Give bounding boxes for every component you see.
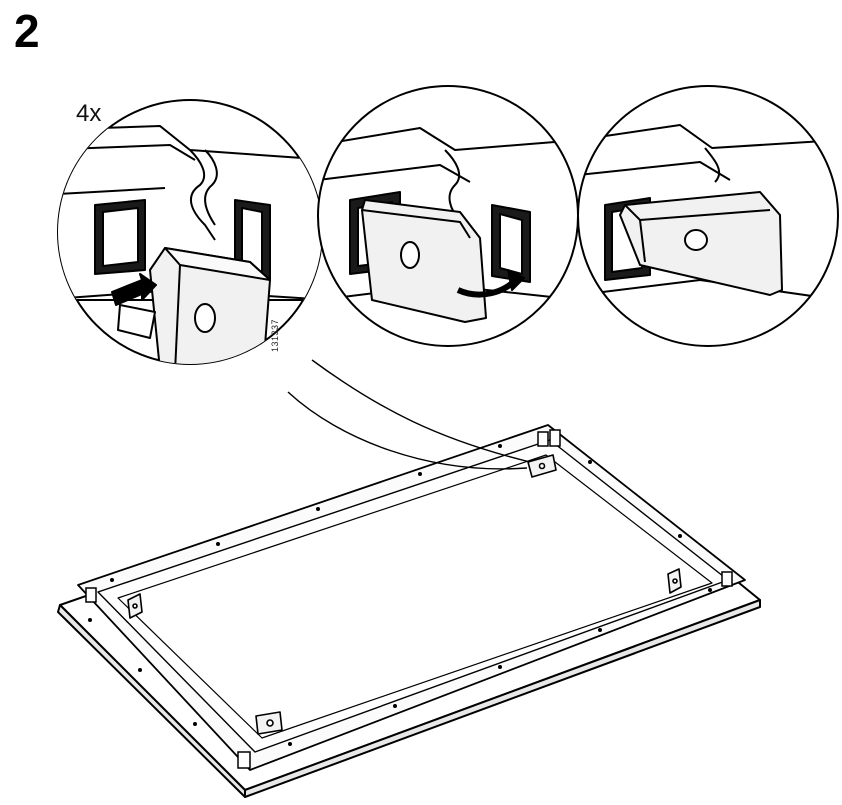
- step-number: 2: [14, 5, 40, 57]
- frame-panel: [57, 424, 761, 798]
- frame-corner-brackets: [85, 429, 733, 769]
- quantity-label: 4x: [76, 100, 102, 127]
- detail-panel-rotate: [317, 85, 579, 347]
- clip-fitting-right: [667, 568, 682, 594]
- clip-fitting-left: [127, 593, 143, 619]
- detail-panel-insert: [57, 99, 323, 365]
- clip-fittings: [127, 454, 682, 735]
- callout-pointer: [287, 359, 531, 470]
- clip-fitting-bottom: [255, 711, 283, 735]
- part-number: 131337: [270, 318, 280, 352]
- detail-panel-locked: [577, 85, 839, 347]
- clip-fitting-top-right: [527, 454, 557, 478]
- frame-screw-holes: [88, 444, 712, 746]
